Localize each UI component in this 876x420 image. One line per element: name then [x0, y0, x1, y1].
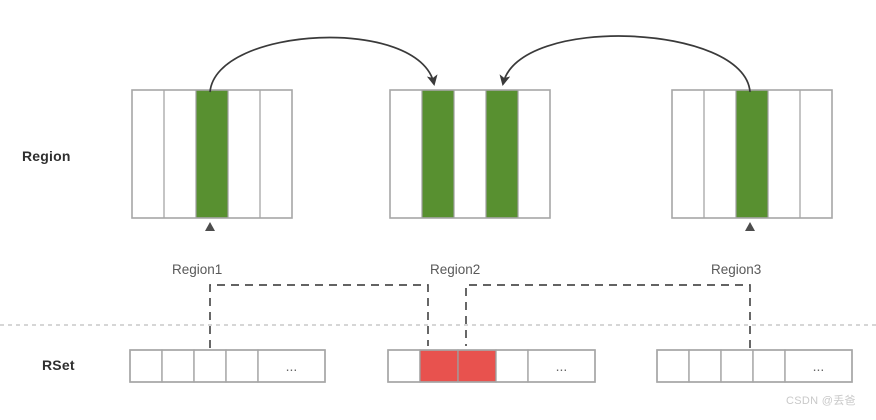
- arrowhead-region3: [745, 222, 755, 231]
- connectors-group: [205, 35, 755, 348]
- rset-block-1: ...: [129, 349, 326, 383]
- region-2-outline: [389, 89, 551, 219]
- rset-3-cell-5: [784, 349, 853, 383]
- region-2-highlight-col-4: [486, 90, 518, 218]
- rset-boxes-group: .........: [129, 349, 853, 383]
- rset-3-cell-3: [720, 349, 754, 383]
- curved-arrow-1: [209, 36, 438, 93]
- dashed-connector-1: [209, 284, 429, 348]
- rset-1-cell-4: [225, 349, 259, 383]
- region-3-outline: [671, 89, 833, 219]
- region-3-highlight-col-3: [736, 90, 768, 218]
- rset-3-outline: [656, 349, 853, 383]
- rset-2-cell-4: [495, 349, 529, 383]
- region-block-1: [131, 89, 293, 219]
- rset-2-cell-3: [457, 349, 497, 383]
- rset-3-cell-1: [656, 349, 690, 383]
- rset-2-cell-5: [527, 349, 596, 383]
- row-label-rset: RSet: [42, 357, 75, 373]
- rset-1-cell-2: [161, 349, 195, 383]
- region-label-region2: Region2: [430, 262, 481, 277]
- curved-arrow-2: [499, 35, 751, 93]
- csdn-watermark: CSDN @丢爸: [786, 395, 856, 407]
- region-2-highlight-col-2: [422, 90, 454, 218]
- rset-1-cell-3: [193, 349, 227, 383]
- rset-3-cell-5-text: ...: [813, 358, 825, 374]
- rset-1-cell-5-text: ...: [286, 358, 298, 374]
- rset-2-cell-2: [419, 349, 459, 383]
- region-block-2: [389, 89, 551, 219]
- region-label-region3: Region3: [711, 262, 762, 277]
- rset-1-outline: [129, 349, 326, 383]
- region-label-region1: Region1: [172, 262, 223, 277]
- dashed-connector-2: [465, 284, 751, 348]
- rset-1-cell-1: [129, 349, 163, 383]
- arrowhead-region1: [205, 222, 215, 231]
- rset-block-2: ...: [387, 349, 596, 383]
- region-block-3: [671, 89, 833, 219]
- region-1-highlight-col-3: [196, 90, 228, 218]
- region-boxes-group: [131, 89, 833, 219]
- region-1-outline: [131, 89, 293, 219]
- rset-2-cell-5-text: ...: [556, 358, 568, 374]
- rset-block-3: ...: [656, 349, 853, 383]
- row-label-region: Region: [22, 148, 71, 164]
- rset-2-outline: [387, 349, 596, 383]
- rset-3-cell-4: [752, 349, 786, 383]
- rset-3-cell-2: [688, 349, 722, 383]
- rset-2-cell-1: [387, 349, 421, 383]
